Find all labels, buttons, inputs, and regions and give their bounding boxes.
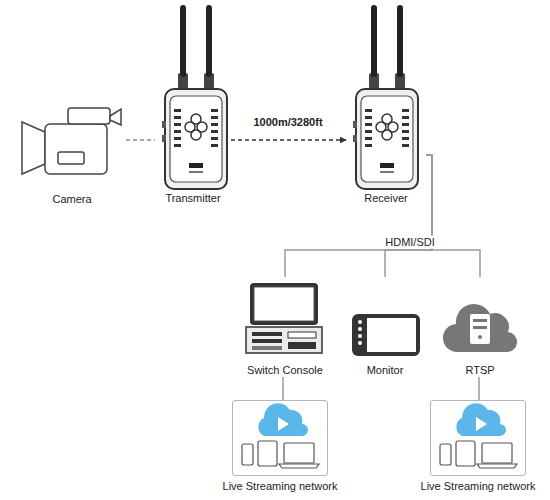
connector-line: [231, 139, 346, 141]
monitor-drawing: [358, 320, 362, 324]
transmitter-drawing: [162, 5, 227, 189]
receiver-drawing: [353, 5, 418, 189]
switch-console-drawing: [254, 287, 314, 321]
streaming-box: Live Streaming network: [232, 400, 328, 476]
connector-line: [126, 139, 155, 141]
node-label: Monitor: [367, 363, 404, 377]
switch-console-node: Switch Console: [238, 277, 332, 377]
monitor-drawing: [358, 341, 362, 345]
transmitter-node: Transmitter: [155, 5, 231, 205]
switch-console-drawing: [288, 332, 316, 338]
node-label: Live Streaming network: [421, 479, 536, 493]
monitor-drawing: [358, 334, 362, 338]
receiver-node: Receiver: [346, 5, 426, 205]
camera-drawing: [22, 108, 121, 174]
switch-console-drawing: [246, 327, 322, 353]
rtsp-cloud-drawing: [443, 304, 517, 352]
camera-drawing: [22, 122, 45, 174]
camera-drawing: [110, 109, 121, 125]
rtsp-node: RTSP: [445, 277, 515, 377]
switch-console-drawing: [246, 283, 322, 353]
monitor-drawing: [352, 314, 420, 356]
monitor-drawing: [367, 318, 416, 352]
node-label: Transmitter: [165, 191, 220, 205]
camera-drawing: [68, 108, 110, 124]
streaming-devices-drawing: [242, 403, 319, 468]
camera-node: Camera: [18, 100, 126, 206]
edge-label: 1000m/3280ft: [251, 116, 324, 129]
switch-console-drawing: [250, 283, 318, 325]
node-label: RTSP: [465, 363, 494, 377]
rtsp-cloud-drawing: [473, 326, 487, 329]
switch-console-drawing: [252, 332, 282, 336]
streaming-devices-drawing: [440, 403, 517, 468]
monitor-drawing: [352, 314, 420, 356]
monitor-node: Monitor: [345, 277, 425, 377]
streaming-box: Live Streaming network: [430, 400, 526, 476]
node-label: Camera: [52, 192, 91, 206]
camera-drawing: [58, 152, 84, 164]
connector-line: [426, 155, 480, 277]
rtsp-cloud-drawing: [470, 314, 490, 344]
node-label: Receiver: [364, 191, 407, 205]
connector-line: [282, 377, 284, 400]
switch-console-drawing: [288, 342, 316, 349]
switch-console-drawing: [252, 339, 282, 343]
rtsp-cloud-drawing: [443, 304, 517, 352]
connector-line: [285, 155, 432, 277]
node-label: Live Streaming network: [223, 479, 338, 493]
connector-line: [478, 377, 480, 400]
monitor-drawing: [358, 327, 362, 331]
switch-console-drawing: [252, 346, 282, 350]
rtsp-cloud-drawing: [473, 319, 487, 322]
connector-line: [385, 155, 432, 277]
camera-drawing: [45, 124, 107, 174]
node-label: Switch Console: [247, 363, 323, 377]
rtsp-cloud-drawing: [478, 335, 482, 339]
edge-label: HDMI/SDI: [383, 236, 437, 249]
